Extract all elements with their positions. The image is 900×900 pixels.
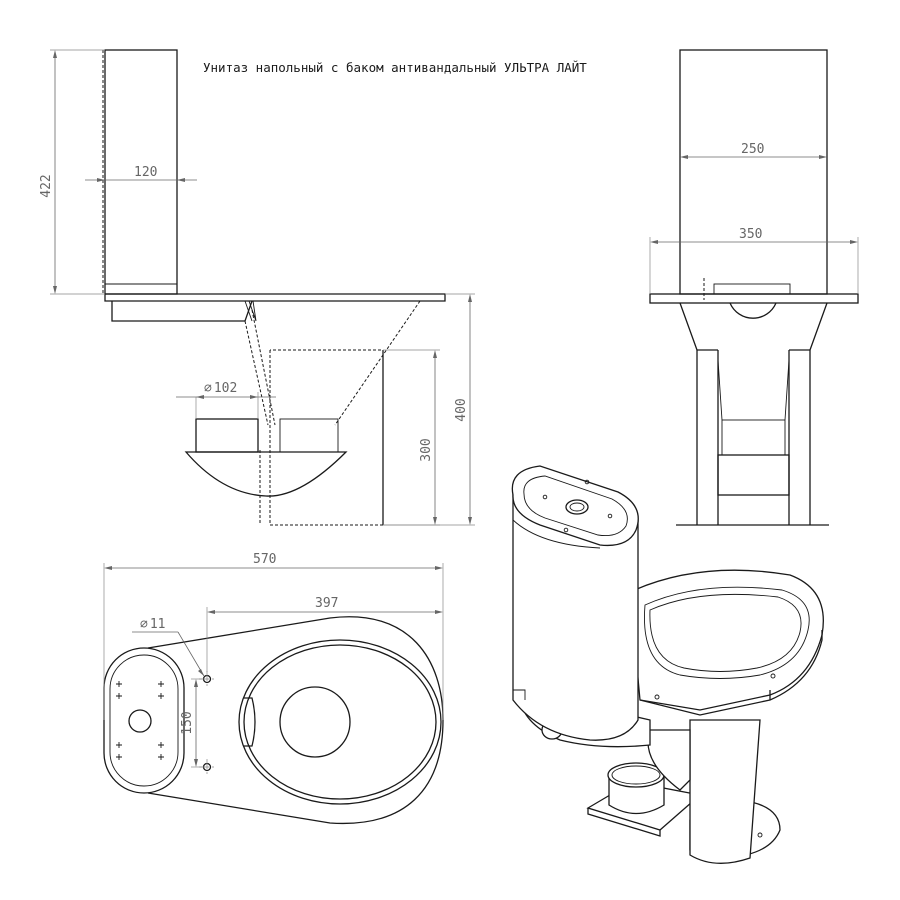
dim-bowl-width: 350 xyxy=(739,227,762,242)
dim-tank-width: 250 xyxy=(741,142,764,157)
bowl-bottom xyxy=(184,451,348,497)
side-view: 422 120 ∅102 300 400 xyxy=(39,49,475,526)
bowl-iso xyxy=(629,569,824,711)
pedestal-iso xyxy=(689,719,761,864)
bowl-ring-top xyxy=(238,639,442,805)
bowl-plate-front xyxy=(649,293,859,304)
tank-bolts xyxy=(116,681,164,760)
isometric-view xyxy=(511,465,824,864)
flush-button-iso xyxy=(565,499,589,515)
top-view: 570 397 ∅11 150 xyxy=(103,552,444,825)
bowl-drain xyxy=(279,686,351,758)
dim-hole-spacing: 150 xyxy=(180,711,195,734)
dim-tank-height: 422 xyxy=(39,174,54,197)
front-view: 250 350 xyxy=(649,49,859,526)
seat-ring-side xyxy=(111,300,253,322)
dim-tank-depth: 120 xyxy=(134,165,157,180)
drawing-title: Унитаз напольный с баком антивандальный … xyxy=(203,60,587,75)
bowl-top-plate xyxy=(104,293,446,302)
outlet-pipe xyxy=(195,418,259,453)
dim-outlet-diameter: ∅102 xyxy=(204,381,237,396)
flush-button-hole xyxy=(128,709,152,733)
dim-height-400: 400 xyxy=(454,398,469,421)
dim-hole-diameter: ∅11 xyxy=(140,617,165,632)
tank-iso xyxy=(512,494,639,741)
dim-length: 570 xyxy=(253,552,276,567)
dim-height-300: 300 xyxy=(419,438,434,461)
tank-front xyxy=(679,49,828,295)
dim-length-397: 397 xyxy=(315,596,338,611)
tank-top xyxy=(103,647,185,794)
